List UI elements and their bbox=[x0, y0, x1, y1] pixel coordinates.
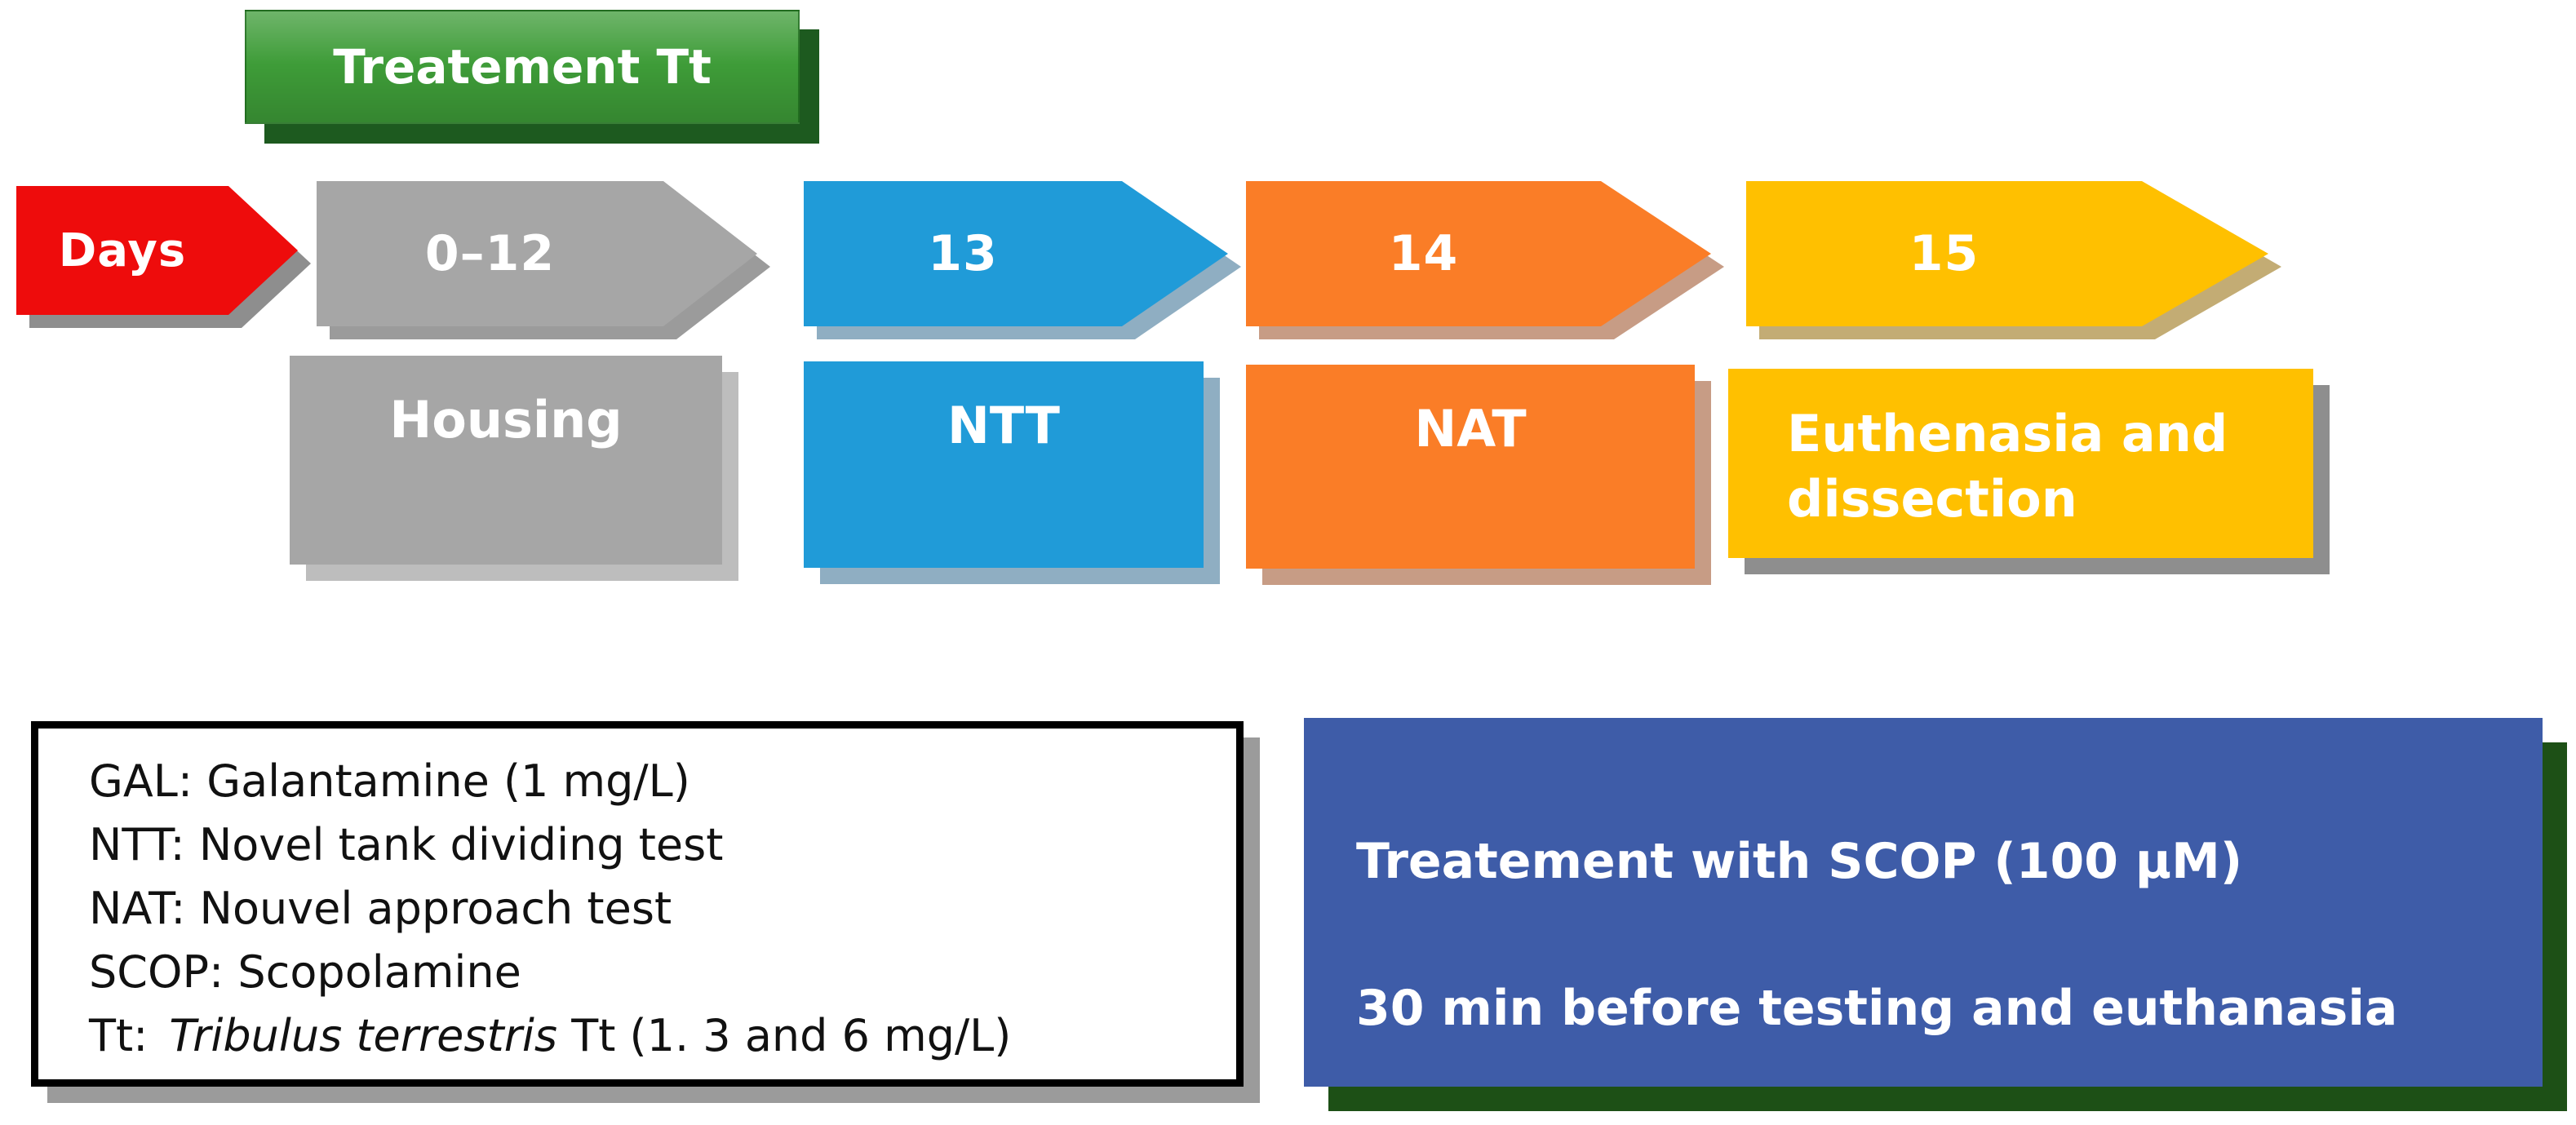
stage-label: Housing bbox=[389, 390, 623, 450]
arrow-label: 13 bbox=[928, 225, 998, 282]
arrow-label: 0–12 bbox=[424, 225, 556, 282]
stage-box-ntt: NTT bbox=[804, 361, 1220, 584]
legend-line-tt: Tt: Tribulus terrestris Tt (1. 3 and 6 mg… bbox=[89, 1004, 1228, 1068]
abbreviation-legend-box: GAL: Galantamine (1 mg/L) NTT: Novel tan… bbox=[31, 721, 1260, 1103]
stage-box-body: Euthenasia and dissection bbox=[1728, 369, 2313, 558]
arrow-body: 14 bbox=[1246, 181, 1711, 326]
legend-line-nat: NAT: Nouvel approach test bbox=[89, 883, 672, 934]
note-line-timing: 30 min before testing and euthanasia bbox=[1356, 980, 2398, 1037]
stage-label: NAT bbox=[1414, 399, 1527, 458]
legend-tt-prefix: Tt: bbox=[89, 1010, 149, 1061]
arrow-body: 0–12 bbox=[317, 181, 757, 326]
treatment-title-box-body: Treatement Tt bbox=[245, 10, 800, 124]
days-arrow-body: Days bbox=[16, 186, 298, 315]
stage-label: Euthenasia and dissection bbox=[1787, 404, 2228, 529]
timeline-arrow-days-0-12: 0–12 bbox=[317, 181, 757, 326]
timeline-arrow-day-14: 14 bbox=[1246, 181, 1711, 326]
note-box-body: Treatement with SCOP (100 µM) 30 min bef… bbox=[1304, 718, 2543, 1087]
arrow-label: 15 bbox=[1909, 225, 1980, 282]
timeline-arrow-day-15: 15 bbox=[1746, 181, 2268, 326]
legend-tt-species-name: Tribulus terrestris bbox=[169, 1010, 558, 1061]
days-arrow: Days bbox=[16, 186, 298, 315]
treatment-title-box: Treatement Tt bbox=[245, 10, 819, 144]
stage-box-body: NAT bbox=[1246, 365, 1695, 569]
note-line-scop-dose: Treatement with SCOP (100 µM) bbox=[1356, 833, 2243, 890]
stage-label: NTT bbox=[947, 396, 1060, 455]
timeline-arrow-day-13: 13 bbox=[804, 181, 1228, 326]
stage-box-euthanasia: Euthenasia and dissection bbox=[1728, 369, 2330, 574]
legend-line-gal: GAL: Galantamine (1 mg/L) bbox=[89, 755, 690, 807]
stage-box-housing: Housing bbox=[290, 356, 738, 581]
legend-tt-suffix: Tt (1. 3 and 6 mg/L) bbox=[557, 1010, 1012, 1061]
legend-line-ntt: NTT: Novel tank dividing test bbox=[89, 819, 724, 870]
arrow-label: 14 bbox=[1388, 225, 1459, 282]
stage-box-body: Housing bbox=[290, 356, 722, 565]
stage-box-nat: NAT bbox=[1246, 365, 1711, 585]
days-arrow-label: Days bbox=[58, 224, 187, 277]
scop-treatment-note-box: Treatement with SCOP (100 µM) 30 min bef… bbox=[1304, 718, 2567, 1111]
arrow-body: 15 bbox=[1746, 181, 2268, 326]
stage-box-body: NTT bbox=[804, 361, 1204, 568]
legend-box-body: GAL: Galantamine (1 mg/L) NTT: Novel tan… bbox=[31, 721, 1244, 1087]
treatment-title-label: Treatement Tt bbox=[333, 39, 712, 95]
legend-line-scop: SCOP: Scopolamine bbox=[89, 946, 521, 998]
